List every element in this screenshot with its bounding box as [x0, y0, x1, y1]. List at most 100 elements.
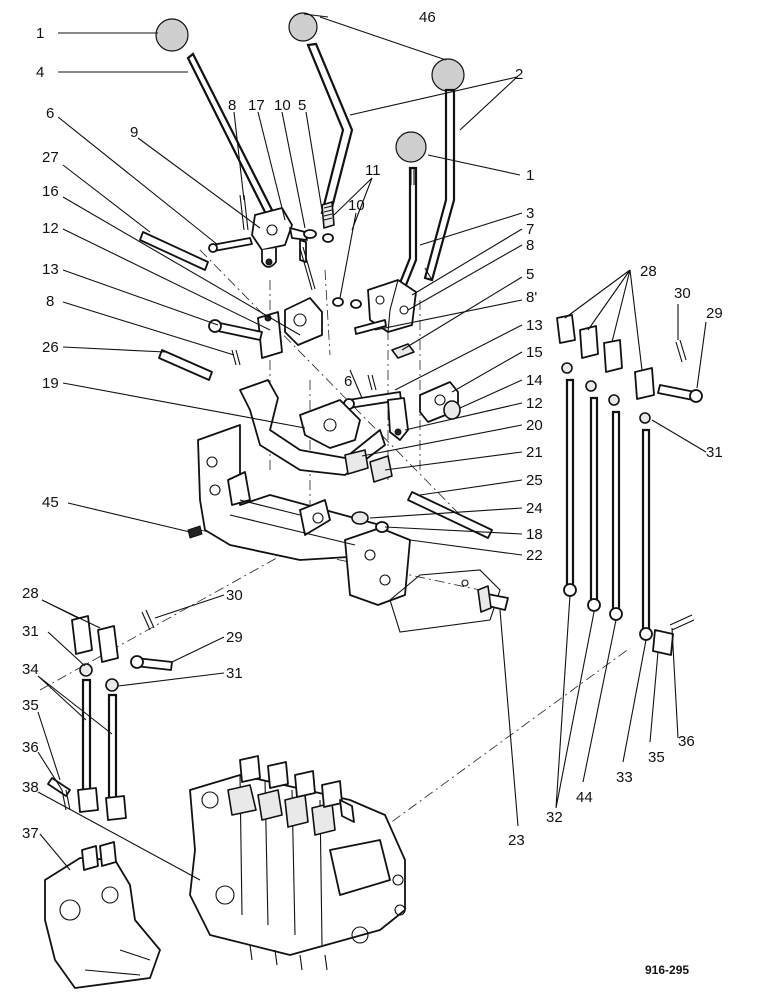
clevis-pin-35-left	[47, 777, 71, 797]
callout-35-left: 35	[22, 697, 39, 714]
bush-20	[344, 449, 369, 475]
pins-upper	[139, 194, 362, 309]
nut-5	[391, 343, 415, 359]
knob-46-left	[288, 12, 318, 42]
callout-21: 21	[526, 444, 543, 461]
pins-mid	[158, 319, 415, 410]
callout-13-right: 13	[526, 317, 543, 334]
callout-31-left-bottom: 31	[226, 665, 243, 682]
callout-36-left: 36	[22, 739, 39, 756]
callout-19: 19	[42, 375, 59, 392]
control-valve-38	[189, 755, 406, 971]
valve-section-37	[44, 841, 161, 989]
bush-21	[369, 455, 393, 483]
callout-3: 3	[526, 205, 534, 222]
callout-31-right: 31	[706, 444, 723, 461]
callout-5-right: 5	[526, 266, 534, 283]
lever-rods	[186, 42, 456, 302]
rod-25	[407, 491, 493, 539]
callout-26: 26	[42, 339, 59, 356]
callout-12-right: 12	[526, 395, 543, 412]
pivot-bracket-upper-right	[367, 279, 417, 333]
callout-28-right: 28	[640, 263, 657, 280]
pin-26	[158, 349, 213, 381]
callout-16: 16	[42, 183, 59, 200]
callout-24: 24	[526, 500, 543, 517]
figure-reference: 916-295	[645, 963, 689, 977]
spring-plate	[389, 569, 501, 633]
callout-46: 46	[419, 9, 436, 26]
callout-31-left-top: 31	[22, 623, 39, 640]
callout-36-right: 36	[678, 733, 695, 750]
callout-44: 44	[576, 789, 593, 806]
washer-10	[303, 229, 317, 239]
callout-10-top: 10	[274, 97, 291, 114]
callout-28-left: 28	[22, 585, 39, 602]
callout-labels: 1 46 4 2 8 17 10 5 6 9 1 11 27 10 16 3 7…	[22, 9, 723, 849]
callout-6-top: 6	[46, 105, 54, 122]
clevis-pin-35-right	[652, 629, 674, 656]
rod-25-and-fasteners	[351, 491, 509, 613]
link-block-12	[257, 297, 323, 359]
lever-rod-2-a	[306, 42, 354, 217]
callout-27: 27	[42, 149, 59, 166]
callout-11: 11	[365, 162, 381, 179]
callout-7: 7	[526, 221, 534, 238]
callout-32: 32	[546, 809, 563, 826]
lever-knobs	[155, 12, 465, 163]
callout-45: 45	[42, 494, 59, 511]
split-pin-30-right	[675, 339, 687, 363]
split-pin-36-right	[669, 614, 695, 631]
callout-5-top: 5	[298, 97, 306, 114]
callout-29-right: 29	[706, 305, 723, 322]
callout-38: 38	[22, 779, 39, 796]
nut-24	[351, 511, 369, 525]
control-rods-right	[556, 314, 703, 656]
callout-25: 25	[526, 472, 543, 489]
split-pin-8-right	[367, 374, 377, 391]
callout-8-left: 8	[46, 293, 54, 310]
callout-14: 14	[526, 372, 543, 389]
callout-12-left: 12	[42, 220, 59, 237]
callout-8-top: 8	[228, 97, 236, 114]
cross-shaft-19	[239, 379, 409, 476]
leader-lines	[37, 13, 707, 881]
split-pin-8-top	[239, 194, 249, 231]
control-rods-left	[47, 609, 173, 821]
callout-8-right: 8	[526, 237, 534, 254]
base-frame	[187, 424, 501, 633]
callout-8-prime: 8'	[526, 289, 537, 306]
callout-17: 17	[248, 97, 265, 114]
callout-33: 33	[616, 769, 633, 786]
callout-1-top-left: 1	[36, 25, 44, 42]
callout-34: 34	[22, 661, 39, 678]
callout-13-left: 13	[42, 261, 59, 278]
callout-18: 18	[526, 526, 543, 543]
lever-rod-4	[186, 52, 274, 216]
pivot-bracket-upper-left	[251, 207, 308, 268]
spacer-45	[187, 525, 203, 539]
callout-30-left: 30	[226, 587, 243, 604]
callout-23: 23	[508, 832, 525, 849]
stud-17	[299, 246, 316, 291]
callout-22: 22	[526, 547, 543, 564]
callout-15: 15	[526, 344, 543, 361]
pin-6-mid	[354, 319, 387, 335]
bush-14	[443, 400, 461, 420]
callout-20: 20	[526, 417, 543, 434]
callout-29-left: 29	[226, 629, 243, 646]
knob-1-left	[155, 18, 189, 52]
lever-rod-2-b	[423, 88, 456, 282]
pin-27	[139, 231, 209, 271]
callout-1-right: 1	[526, 167, 534, 184]
callout-4: 4	[36, 64, 44, 81]
split-pin-8-mid	[231, 349, 241, 366]
callout-37: 37	[22, 825, 39, 842]
callout-30-right: 30	[674, 285, 691, 302]
split-pin-30-left	[141, 609, 155, 631]
callout-9: 9	[130, 124, 138, 141]
callout-6-mid: 6	[344, 373, 352, 390]
callout-35-right: 35	[648, 749, 665, 766]
knob-1-right	[395, 131, 427, 163]
